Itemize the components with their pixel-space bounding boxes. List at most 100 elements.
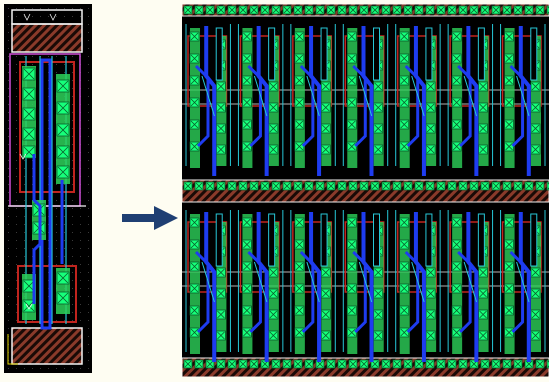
contact	[320, 288, 331, 299]
metal1-trace	[457, 250, 472, 334]
gate-slot	[320, 213, 328, 267]
metal1-trace	[194, 250, 210, 334]
contact	[478, 267, 488, 278]
contact	[451, 283, 462, 294]
metal1-trace	[404, 250, 420, 334]
array-cell	[395, 210, 441, 362]
contact	[268, 330, 279, 341]
rail-contact	[271, 5, 281, 15]
contact	[504, 75, 514, 86]
right-arrow-icon	[122, 204, 178, 232]
rail-contact	[436, 181, 446, 191]
contact	[189, 119, 200, 130]
contact	[346, 75, 357, 86]
rail-contact	[535, 359, 545, 369]
contact	[268, 309, 279, 320]
contact	[451, 239, 462, 250]
metal1-trace	[204, 26, 217, 176]
contact	[425, 81, 436, 92]
contact	[399, 31, 410, 42]
metal2-line	[185, 24, 231, 166]
contact	[530, 123, 541, 134]
contact	[294, 305, 305, 316]
rail-contact	[326, 181, 336, 191]
contact	[346, 261, 357, 272]
metal1-column	[40, 58, 52, 330]
rail-contact	[194, 359, 204, 369]
contact	[478, 288, 488, 299]
cell-array-layout	[182, 4, 549, 377]
contact	[399, 97, 410, 108]
rail-contact	[227, 359, 237, 369]
gate-slot	[425, 27, 433, 81]
rail-contact	[315, 181, 325, 191]
array-cell	[290, 210, 336, 362]
contact	[189, 31, 200, 42]
contact	[216, 81, 226, 92]
rail-contact	[205, 181, 215, 191]
contact	[216, 123, 226, 134]
rail-contact	[524, 5, 534, 15]
contact	[22, 87, 36, 101]
contact	[451, 261, 462, 272]
contact	[346, 327, 357, 338]
gate-slot	[530, 27, 538, 81]
contact	[451, 97, 462, 108]
poly-region-bottom	[17, 265, 77, 323]
rail-contact	[458, 5, 468, 15]
contact	[216, 102, 226, 113]
contact	[189, 239, 200, 250]
contact	[399, 327, 410, 338]
contact	[373, 123, 384, 134]
rail-contact	[205, 359, 215, 369]
metal2-line	[500, 24, 546, 166]
rail-contact	[238, 181, 248, 191]
contact	[189, 97, 200, 108]
rail-contact	[480, 359, 490, 369]
gate-slot	[477, 27, 485, 81]
rail-contact	[359, 359, 369, 369]
diffusion-strip	[426, 36, 437, 166]
gate-slot	[373, 27, 380, 81]
contact	[242, 119, 252, 130]
rail-contact	[403, 359, 413, 369]
origin-marker	[7, 334, 18, 365]
contact	[425, 123, 436, 134]
contact	[56, 101, 70, 115]
contact	[56, 145, 70, 159]
contact	[294, 239, 305, 250]
gate-slot	[373, 213, 380, 267]
contact	[294, 141, 305, 152]
metal1-trace	[247, 64, 262, 148]
rail-contact	[535, 5, 545, 15]
contact	[425, 144, 436, 155]
rail-contact	[480, 181, 490, 191]
rail-contact	[491, 181, 501, 191]
metal2-line	[237, 210, 284, 352]
metal1-trace	[413, 26, 426, 176]
contact	[56, 123, 70, 137]
contact	[451, 53, 462, 64]
contact	[478, 144, 488, 155]
contact	[504, 53, 514, 64]
contact	[242, 31, 252, 42]
top-rail-box	[11, 23, 83, 53]
contact	[373, 288, 384, 299]
contact	[530, 309, 541, 320]
contact	[346, 97, 357, 108]
contact	[530, 81, 541, 92]
contact	[504, 261, 514, 272]
rail-contact	[293, 181, 303, 191]
rail-contact	[348, 5, 358, 15]
contact	[399, 75, 410, 86]
cell-array-svg	[182, 4, 549, 377]
contact	[268, 288, 279, 299]
rail-contact	[216, 359, 226, 369]
rail-contact	[194, 5, 204, 15]
metal1-trace	[194, 64, 210, 148]
contact	[504, 97, 514, 108]
contact	[268, 102, 279, 113]
rail-contact	[282, 181, 292, 191]
metal1-trace	[413, 212, 426, 362]
contact	[56, 79, 70, 93]
